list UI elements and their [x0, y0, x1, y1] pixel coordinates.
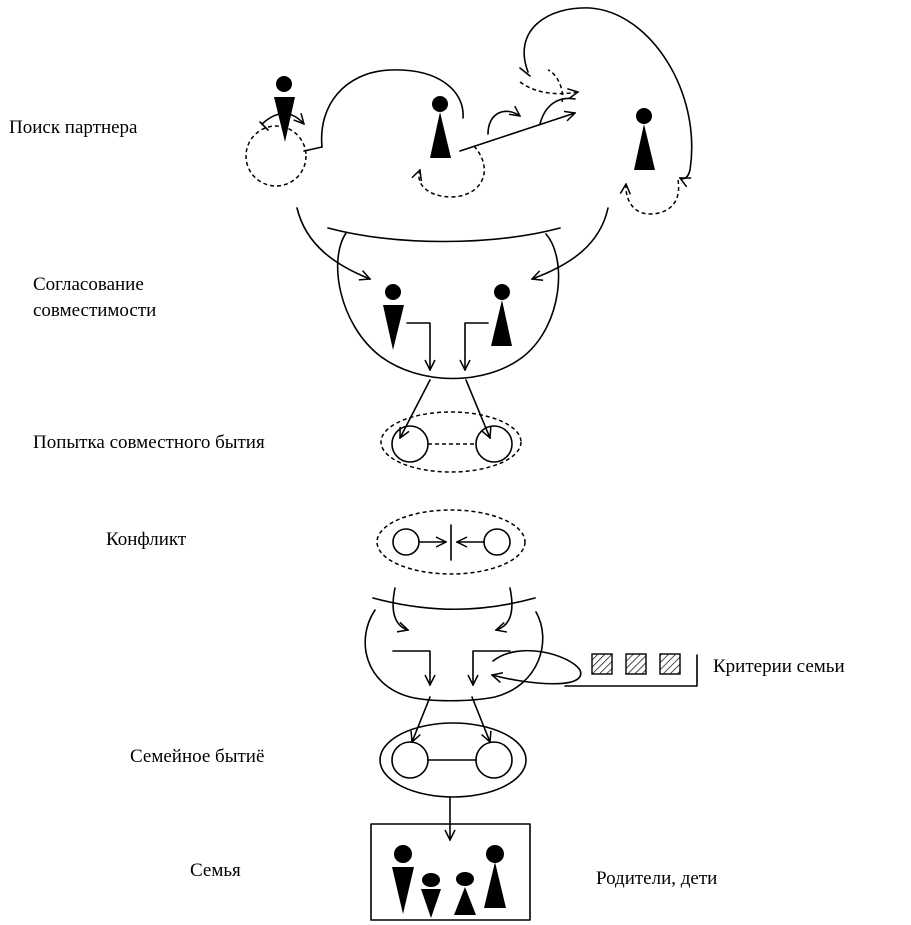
label-compatibility-line2: совместимости	[33, 300, 156, 321]
conflict-stage	[376, 509, 526, 575]
pursuit-arrow-icon	[459, 113, 575, 152]
search-cycle-icon	[245, 125, 307, 187]
female-figure-icon	[430, 96, 451, 158]
partner-circle-icon	[475, 741, 513, 779]
search-arc-arrow-icon	[320, 69, 464, 148]
partner-circle-icon	[475, 425, 513, 463]
female-figure-icon	[491, 284, 512, 346]
partner-circle-icon	[392, 528, 420, 556]
dashed-union-ellipse-icon	[380, 411, 522, 473]
family-criteria-stage	[364, 587, 698, 702]
label-family: Семья	[190, 860, 241, 881]
son-figure-icon	[421, 873, 441, 918]
criteria-shelf-icon	[564, 654, 698, 687]
bracket-arrow-icon	[473, 650, 511, 685]
family-stage	[370, 823, 531, 921]
criterion-box-icon	[659, 653, 681, 675]
male-figure-icon	[274, 76, 295, 142]
arrow-to-compatibility-icon	[296, 207, 370, 279]
bracket-arrow-icon	[465, 322, 489, 370]
search-cycle-icon	[419, 145, 485, 198]
family-box-icon	[370, 823, 531, 921]
search-loop-arrow-icon	[523, 7, 693, 179]
search-cycle-icon	[519, 81, 578, 94]
arrow-to-compatibility-icon	[532, 207, 609, 279]
compatibility-bowl-icon	[336, 232, 560, 380]
family-life-stage	[379, 696, 527, 840]
label-conflict: Конфликт	[106, 529, 187, 550]
criterion-box-icon	[591, 653, 613, 675]
partner-circle-icon	[391, 425, 429, 463]
partner-circle-icon	[483, 528, 511, 556]
label-parents-children: Родители, дети	[596, 868, 717, 889]
bracket-arrow-icon	[392, 650, 430, 685]
label-compatibility-line1: Согласование	[33, 274, 144, 295]
male-figure-icon	[383, 284, 404, 350]
cohabitation-attempt-stage	[380, 379, 522, 473]
search-cycle-icon	[626, 179, 680, 215]
female-figure-icon	[634, 108, 655, 170]
bowl-lid-icon	[327, 227, 561, 243]
compatibility-stage	[296, 207, 609, 380]
label-partner-search: Поиск партнера	[9, 117, 138, 138]
dashed-conflict-ellipse-icon	[376, 509, 526, 575]
label-family-criteria: Критерии семьи	[713, 656, 845, 677]
daughter-figure-icon	[454, 872, 476, 915]
partner-search-stage	[245, 7, 693, 215]
criteria-feed-arrow-icon	[492, 649, 582, 685]
label-family-life: Семейное бытиё	[130, 746, 264, 767]
mother-figure-icon	[484, 845, 506, 908]
label-cohabitation-attempt: Попытка совместного бытия	[33, 432, 265, 453]
father-figure-icon	[392, 845, 414, 914]
partner-circle-icon	[391, 741, 429, 779]
self-loop-arrow-icon	[261, 112, 304, 125]
bracket-arrow-icon	[406, 322, 430, 370]
criterion-box-icon	[625, 653, 647, 675]
bowl-lid-icon	[372, 597, 536, 610]
criteria-bowl-icon	[364, 609, 544, 702]
union-ellipse-icon	[379, 722, 527, 798]
